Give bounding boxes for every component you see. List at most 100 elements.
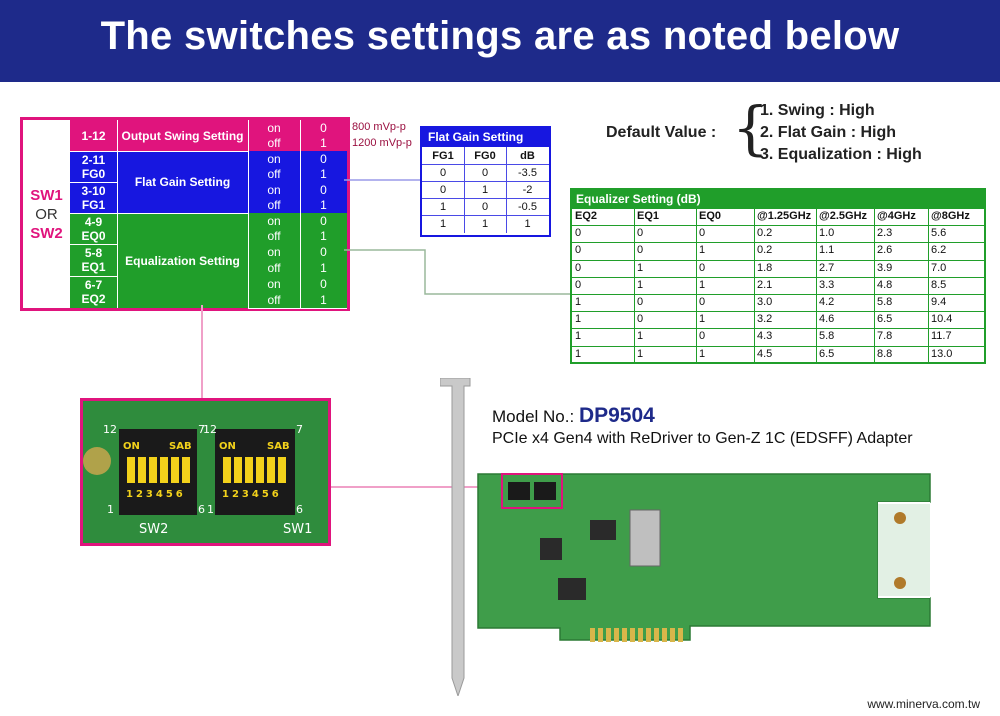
- equalizer-cell: 4.8: [877, 278, 893, 291]
- equalizer-header: EQ1: [637, 210, 660, 222]
- state-label: off: [248, 292, 300, 308]
- state-label: off: [248, 135, 300, 151]
- flat-gain-cell: 1: [481, 217, 489, 230]
- flat-gain-cell: 0: [481, 200, 489, 213]
- group-flat-gain: Flat Gain Setting: [117, 151, 248, 213]
- state-label: on: [248, 244, 300, 260]
- equalizer-cell: 0: [575, 278, 582, 291]
- svg-text:12: 12: [203, 423, 217, 436]
- equalizer-cell: 1.1: [819, 244, 835, 257]
- equalizer-cell: 1: [699, 313, 706, 326]
- equalizer-cell: 0: [575, 227, 582, 240]
- equalizer-cell: 6.5: [819, 347, 835, 360]
- flat-gain-cell: 0: [439, 166, 447, 179]
- equalizer-cell: 0: [699, 330, 706, 343]
- equalizer-header: EQ2: [575, 210, 598, 222]
- flat-gain-title: Flat Gain Setting: [422, 128, 549, 147]
- equalizer-cell: 10.4: [931, 313, 953, 326]
- equalizer-cell: 11.7: [931, 330, 952, 343]
- equalizer-cell: 5.8: [877, 296, 893, 308]
- equalizer-cell: 0.2: [757, 227, 773, 240]
- equalizer-cell: 7.0: [931, 261, 947, 274]
- equalizer-cell: 1: [637, 330, 644, 343]
- default-value-label: Default Value :: [606, 124, 717, 141]
- equalizer-cell: 0: [637, 313, 644, 326]
- equalizer-cell: 1: [699, 278, 706, 291]
- dip-switch-illustration: ON SAB ON SAB 123456 123456 12 7 12 7 1 …: [83, 401, 328, 543]
- svg-text:6: 6: [296, 503, 303, 516]
- dip-switch-photo: ON SAB ON SAB 123456 123456 12 7 12 7 1 …: [80, 398, 331, 546]
- equalizer-cell: 1.8: [757, 261, 773, 274]
- switch-id-label: SW1 OR SW2: [23, 120, 70, 308]
- state-value: 0: [300, 182, 347, 197]
- equalizer-header: @2.5GHz: [819, 210, 868, 222]
- switch1-sab-text: SAB: [169, 441, 192, 452]
- equalizer-cell: 0: [575, 261, 582, 274]
- state-value: 0: [300, 151, 347, 166]
- equalizer-cell: 5.6: [931, 227, 947, 240]
- equalizer-cell: 3.0: [757, 296, 773, 308]
- equalizer-header: @4GHz: [877, 210, 916, 222]
- svg-text:1: 1: [107, 503, 114, 516]
- or-label: OR: [35, 205, 58, 223]
- default-flat-gain: 2. Flat Gain : High: [760, 124, 897, 141]
- state-label: off: [248, 228, 300, 244]
- flat-gain-cell: -2: [522, 183, 533, 196]
- svg-text:6: 6: [198, 503, 205, 516]
- equalizer-cell: 3.9: [877, 261, 893, 274]
- equalizer-cell: 0: [637, 296, 644, 308]
- state-value: 1: [300, 135, 347, 151]
- swing-on-annotation: 800 mVp-p: [352, 121, 406, 133]
- equalizer-header: @1.25GHz: [757, 210, 812, 222]
- equalizer-cell: 2.6: [877, 244, 893, 257]
- equalizer-cell: 5.8: [819, 330, 835, 343]
- equalizer-cell: 2.1: [757, 278, 773, 291]
- state-label: on: [248, 276, 300, 292]
- equalizer-cell: 1: [575, 347, 582, 360]
- model-line: Model No.: DP9504: [492, 404, 655, 428]
- switch2-digits: 123456: [222, 489, 282, 500]
- flat-gain-cell: 0: [439, 183, 447, 196]
- group-output-swing: Output Swing Setting: [117, 120, 248, 151]
- banner-title: The switches settings are as noted below: [100, 14, 900, 58]
- state-value: 1: [300, 197, 347, 213]
- flat-gain-cell: 1: [524, 217, 531, 230]
- equalizer-cell: 1: [699, 244, 706, 257]
- equalizer-cell: 7.8: [877, 330, 893, 343]
- state-label: off: [248, 197, 300, 213]
- model-number: DP9504: [578, 404, 655, 427]
- flat-gain-cell: -3.5: [518, 166, 537, 179]
- equalizer-cell: 6.2: [931, 244, 947, 257]
- flat-gain-cell: 1: [481, 183, 489, 196]
- equalizer-cell: 1: [575, 296, 582, 308]
- flat-gain-cell: 0: [481, 166, 489, 179]
- swing-off-annotation: 1200 mVp-p: [352, 137, 412, 149]
- brace-icon: {: [732, 94, 769, 162]
- equalizer-cell: 1: [637, 347, 644, 360]
- fg-header-fg0: FG0: [474, 149, 496, 162]
- state-value: 0: [300, 244, 347, 260]
- switch2-on-text: ON: [219, 441, 236, 452]
- svg-text:7: 7: [198, 423, 205, 436]
- equalizer-cell: 13.0: [931, 347, 953, 360]
- sw1-label: SW1: [30, 186, 63, 204]
- equalizer-cell: 4.3: [757, 330, 773, 343]
- state-value: 0: [300, 276, 347, 292]
- equalizer-cell: 9.4: [931, 296, 947, 308]
- flat-gain-cell: 1: [439, 200, 447, 213]
- equalizer-header: EQ0: [699, 210, 722, 222]
- equalizer-cell: 0: [699, 296, 706, 308]
- svg-text:7: 7: [296, 423, 303, 436]
- equalizer-cell: 8.5: [931, 278, 947, 291]
- equalizer-title: Equalizer Setting (dB): [572, 190, 984, 208]
- state-value: 1: [300, 292, 347, 308]
- equalizer-cell: 4.2: [819, 296, 835, 308]
- equalizer-cell: 0.2: [757, 244, 773, 257]
